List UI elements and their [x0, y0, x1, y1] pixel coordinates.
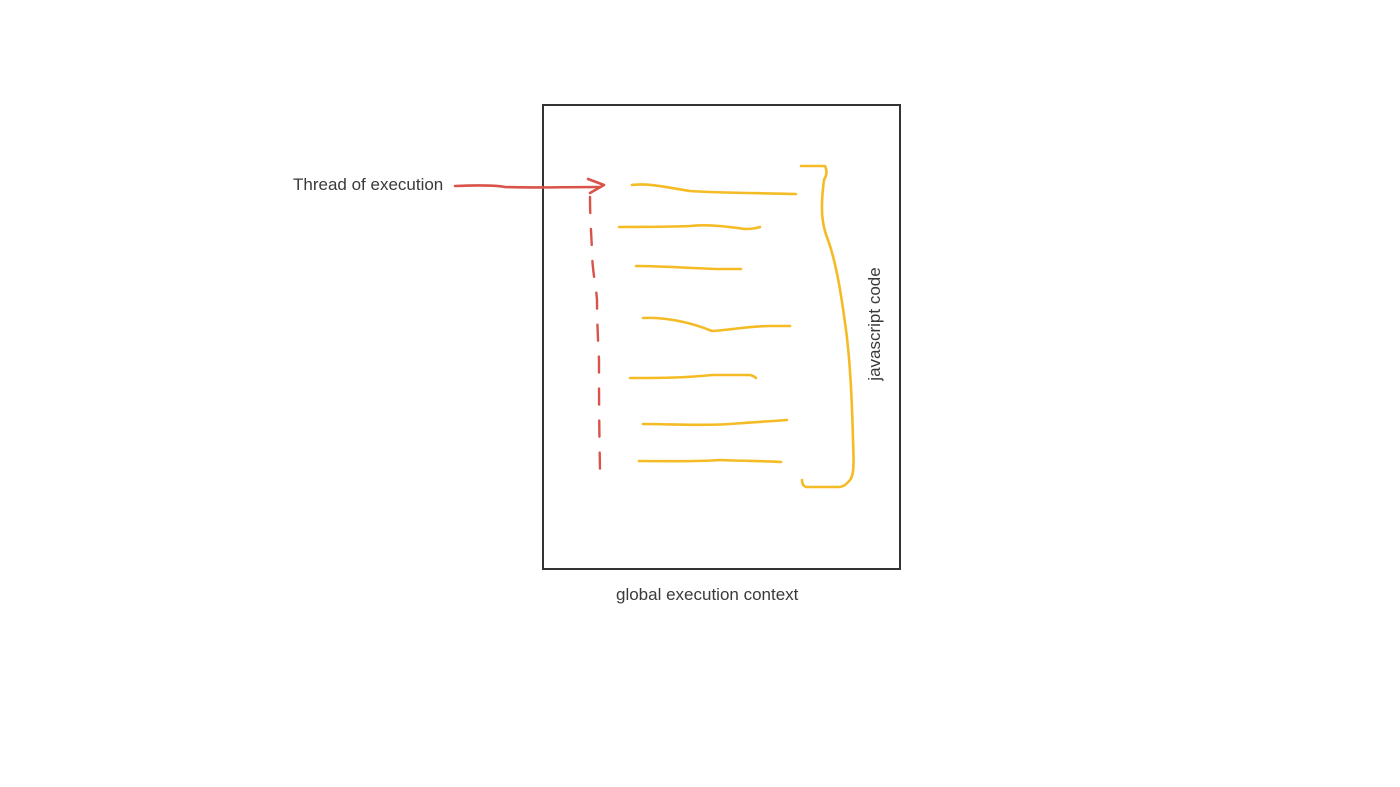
code-line: [641, 316, 792, 333]
code-line: [637, 458, 783, 464]
code-line: [634, 264, 743, 271]
code-line: [630, 183, 798, 196]
thread-of-execution-label: Thread of execution: [293, 175, 444, 194]
thread-arrow-shaft: [453, 184, 602, 189]
global-execution-context-label: global execution context: [616, 585, 799, 604]
thread-arrow-head: [586, 177, 606, 195]
execution-context-box: [542, 104, 901, 570]
code-line: [628, 373, 758, 380]
code-bracket: [799, 164, 855, 489]
code-line: [641, 418, 789, 427]
javascript-code-label: javascript code: [865, 267, 884, 381]
code-line: [617, 224, 762, 231]
thread-arrow: [453, 177, 606, 195]
code-lines: [617, 183, 798, 464]
thread-dashed-path: [588, 195, 602, 472]
